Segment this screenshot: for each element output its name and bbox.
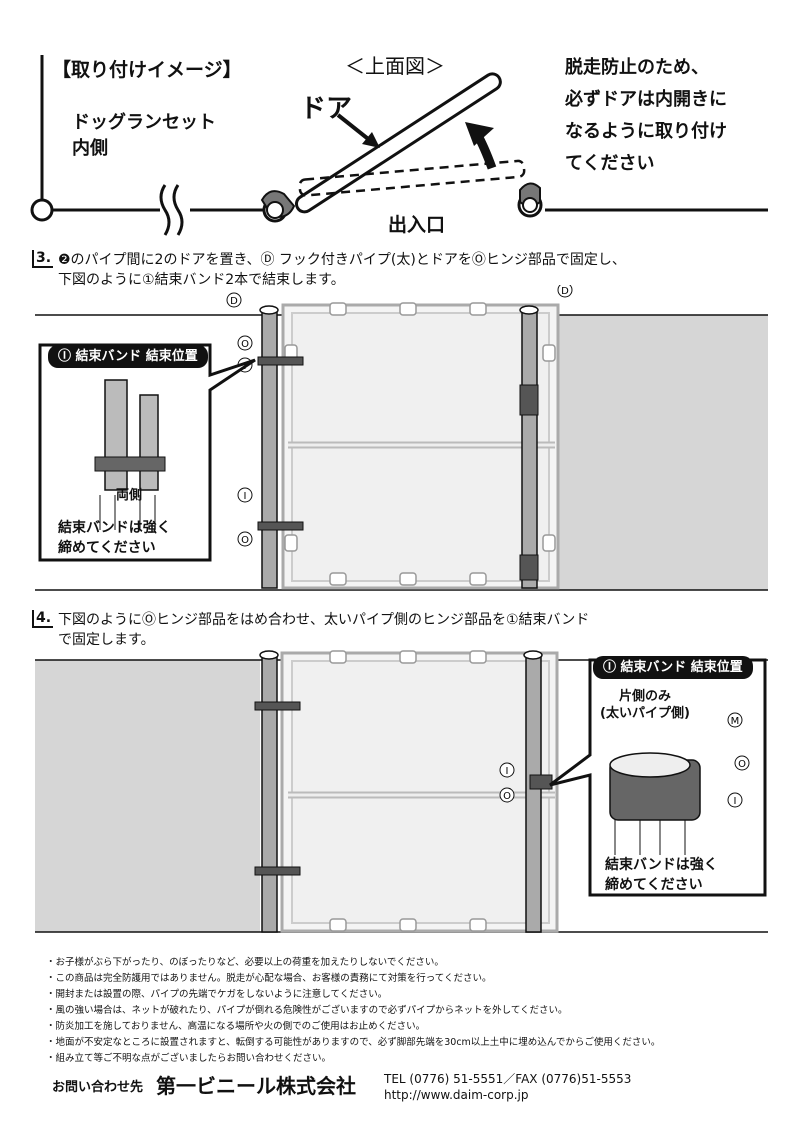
note-item: ・防炎加工を施しておりません、高温になる場所や火の側でのご使用はお止めください。 [46, 1021, 426, 1032]
label-d-right: D [561, 286, 569, 297]
label-o-4: O [503, 791, 511, 802]
label-o-bottom: O [241, 535, 249, 546]
step4-callout-header: Ⓘ 結束バンド 結束位置 [593, 656, 753, 679]
break-mark [159, 184, 171, 236]
notice-line-2: 必ずドアは内開きに [565, 89, 727, 110]
break-mark-2 [172, 184, 184, 236]
one-side-line1: 片側のみ [618, 689, 671, 704]
label-d-left: D [230, 296, 238, 307]
detail-door-pipe [139, 394, 159, 491]
detail-label-m: M [731, 716, 740, 727]
step3-callout-header: Ⓘ 結束バンド 結束位置 [48, 345, 208, 368]
notice-line-1: 脱走防止のため、 [565, 57, 709, 78]
step4-diagram: I O M O I [35, 650, 768, 933]
inside-label: ドッグランセット 内側 [72, 110, 216, 162]
step3-line1: ❷のパイプ間に2のドアを置き、Ⓓ フック付きパイプ(太)とドアをⓄヒンジ部品で固… [58, 252, 626, 268]
door-label: ドア [300, 94, 353, 124]
detail-label-o: O [738, 759, 746, 770]
step4-line1: 下図のようにⓄヒンジ部品をはめ合わせ、太いパイプ側のヒンジ部品を①結束バンド [58, 612, 590, 628]
pipe-left-4 [261, 654, 278, 933]
entrance-label: 出入口 [388, 214, 446, 236]
label-o-top: O [241, 339, 249, 350]
one-side-line2: (太いパイプ側) [600, 706, 690, 721]
caution-notes: ・お子様がぶら下がったり、のぼったりなど、必要以上の荷重を加えたりしないでくださ… [46, 955, 786, 1067]
note-item: ・お子様がぶら下がったり、のぼったりなど、必要以上の荷重を加えたりしないでくださ… [46, 957, 444, 968]
step4-callout-title: Ⓘ 結束バンド 結束位置 [593, 656, 753, 679]
step4-tighten-note: 結束バンドは強く 締めてください [605, 855, 718, 895]
step4-tighten-line1: 結束バンドは強く [605, 857, 718, 873]
post-circle-left [30, 198, 54, 222]
both-sides-label: 両側 [116, 488, 143, 503]
note-item: ・組み立て等ご不明な点がございましたらお問い合わせください。 [46, 1053, 332, 1064]
step3-instructions: 3. ❷のパイプ間に2のドアを置き、Ⓓ フック付きパイプ(太)とドアをⓄヒンジ部… [32, 250, 732, 290]
pipe-right [521, 309, 538, 589]
step3-tighten-note: 結束バンドは強く 締めてください [58, 518, 171, 558]
pipe-left [261, 309, 278, 589]
contact-tel: TEL (0776) 51-5551／FAX (0776)51-5553 [384, 1072, 632, 1086]
label-i-bottom: I [244, 491, 247, 502]
label-i-4: I [506, 766, 509, 777]
step4-instructions: 4. 下図のようにⓄヒンジ部品をはめ合わせ、太いパイプ側のヒンジ部品を①結束バン… [32, 610, 732, 650]
door-open [294, 72, 502, 214]
inside-label-line1: ドッグランセット [72, 112, 216, 133]
step3-number: 3. [32, 250, 54, 268]
note-item: ・風の強い場合は、ネットが破れたり、パイプが倒れる危険性がございますので必ずパイ… [46, 1005, 568, 1016]
inside-label-line2: 内側 [72, 138, 108, 159]
detail-label-i: I [734, 796, 737, 807]
step3-tighten-line1: 結束バンドは強く [58, 520, 171, 536]
note-item: ・開封または設置の際、パイプの先端でケガをしないように注意してください。 [46, 989, 388, 1000]
company-name: 第一ビニール株式会社 [156, 1074, 356, 1098]
detail-pipe [104, 379, 128, 491]
step3-diagram: D D O I I O [35, 285, 768, 591]
fence-panel-right [555, 315, 768, 590]
step3-callout-title: Ⓘ 結束バンド 結束位置 [48, 345, 208, 368]
step4-tighten-line2: 締めてください [605, 877, 703, 893]
pipe-right-4 [525, 654, 542, 933]
top-view-diagram [30, 55, 768, 236]
step3-line2: 下図のように①結束バンド2本で結束します。 [58, 272, 345, 288]
notice-line-4: てください [565, 153, 655, 174]
one-side-label: 片側のみ (太いパイプ側) [600, 688, 690, 722]
door-pointer-arrow [336, 113, 374, 144]
note-item: ・この商品は完全防護用ではありません。脱走が心配な場合、お客様の責務にて対策を行… [46, 973, 492, 984]
notice-line-3: なるように取り付け [565, 121, 727, 142]
contact-url[interactable]: http://www.daim-corp.jp [384, 1088, 529, 1102]
note-item: ・地面が不安定なところに設置されますと、転倒する可能性がありますので、必ず脚部先… [46, 1037, 661, 1048]
top-view-label: ＜上面図＞ [345, 54, 445, 78]
contact-label: お問い合わせ先 [52, 1080, 144, 1095]
section-heading: 【取り付けイメージ】 [52, 59, 242, 81]
fence-panel-left [35, 660, 260, 932]
door-closed-dashed [298, 159, 526, 197]
step4-line2: で固定します。 [58, 632, 155, 648]
notice-text: 脱走防止のため、 必ずドアは内開きに なるように取り付け てください [565, 52, 727, 180]
step4-number: 4. [32, 610, 54, 628]
step3-tighten-line2: 締めてください [58, 540, 156, 556]
